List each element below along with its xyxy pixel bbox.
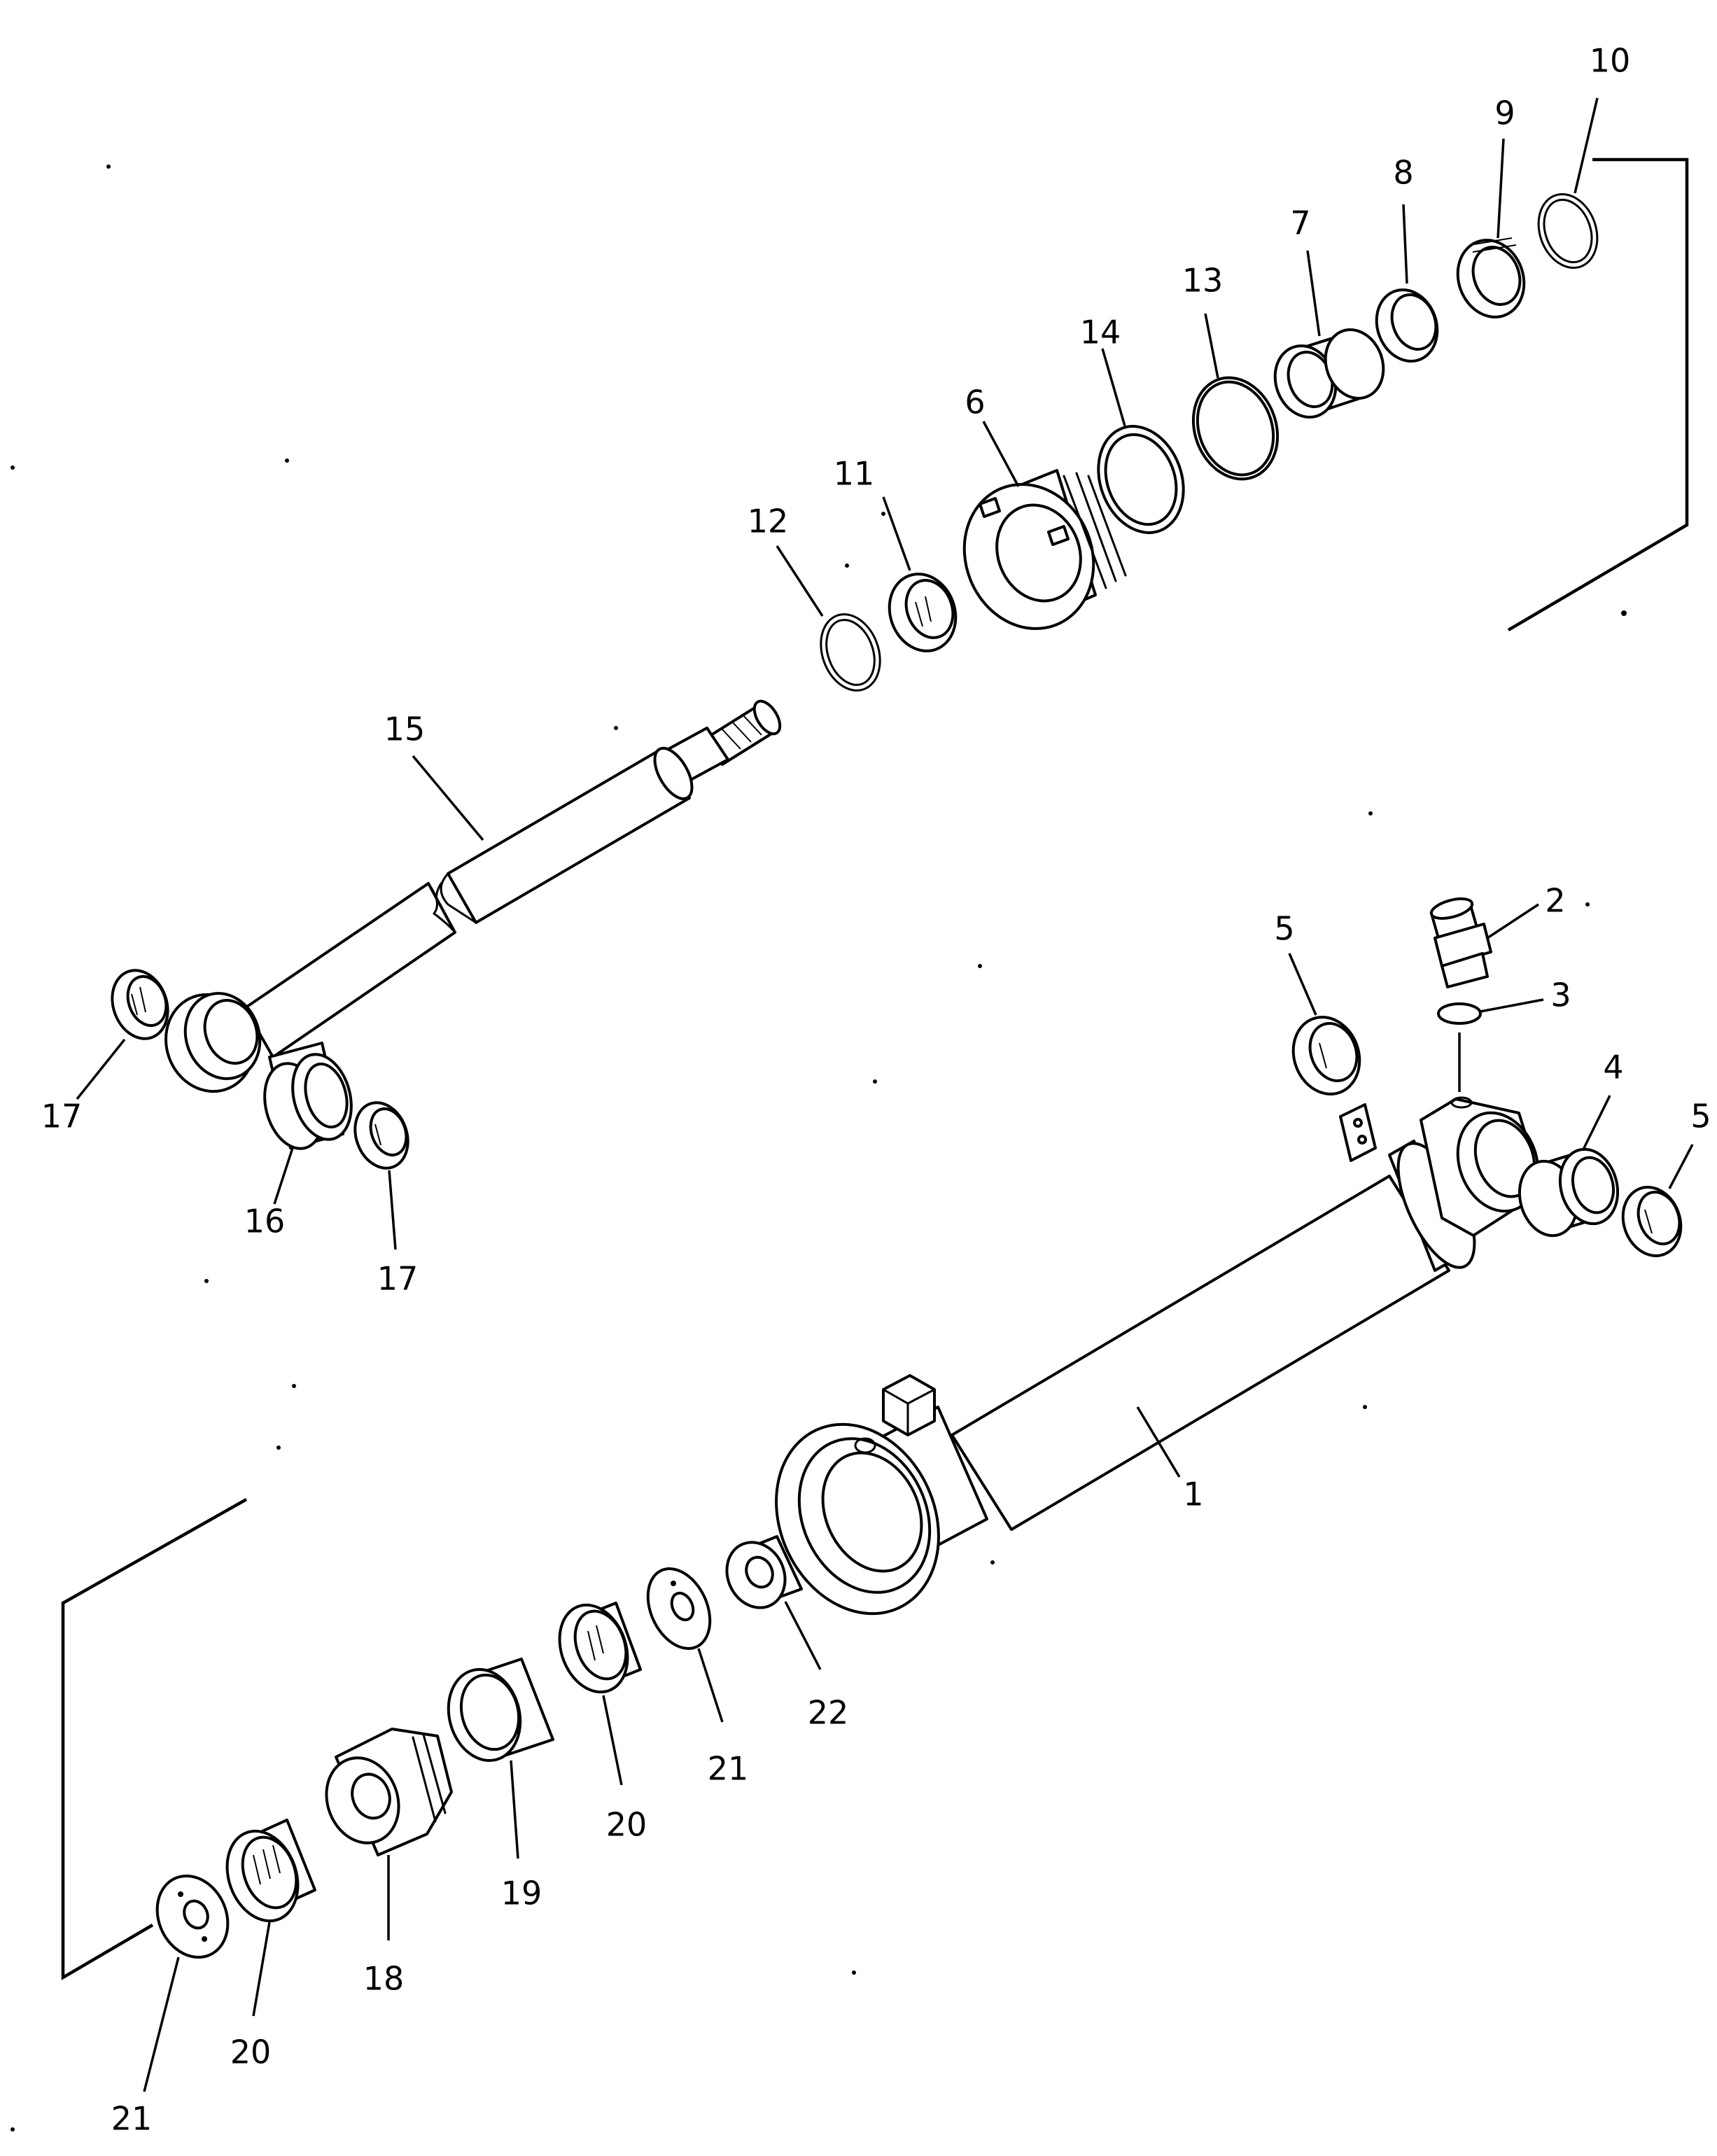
lower-group-bracket [61,1498,248,1980]
buffer-ring-8 [1375,204,1439,363]
piston-18 [325,1728,453,1940]
dust-seal-17b [353,1101,409,1250]
leader-9 [1497,138,1505,239]
leader-17a [76,1038,126,1100]
grease-fitting-2 [1429,897,1539,988]
backup-ring-14 [1097,348,1185,534]
callout-22: 22 [808,1694,849,1732]
leader-15 [412,755,484,841]
callout-12: 12 [748,503,789,540]
leader-4 [1582,1095,1611,1150]
snap-ring-10 [1537,97,1599,270]
callout-7: 7 [1290,204,1310,242]
callout-17a: 17 [41,1098,83,1135]
washer-21a [646,1567,724,1723]
leader-11 [882,496,911,571]
nut-22 [725,1535,822,1670]
leader-22 [784,1601,822,1670]
leader-17b [388,1170,397,1250]
callout-19: 19 [501,1875,542,1912]
callout-21b: 21 [111,2100,153,2138]
leader-20a [602,1695,623,1786]
scan-speckles [10,164,1627,2132]
callout-15: 15 [384,710,426,748]
wear-ring-20b [225,1819,316,2017]
leader-12 [776,545,824,617]
callout-20b: 20 [230,2033,272,2071]
leader-14 [1101,348,1127,429]
callout-8: 8 [1393,154,1413,192]
callout-13: 13 [1182,262,1224,300]
o-ring-3 [1437,998,1544,1092]
rod-packing-9 [1456,138,1526,318]
callout-6: 6 [965,384,985,421]
callout-21a: 21 [708,1750,749,1788]
dust-seal-5b [1621,1144,1694,1257]
piston-ring-19 [447,1658,554,1859]
callout-20a: 20 [606,1806,647,1844]
leader-5b [1668,1144,1694,1189]
wear-ring-20a [558,1602,642,1786]
washer-21b [143,1874,230,2092]
leader-21b [143,1956,180,2092]
callout-14: 14 [1080,314,1121,351]
leader-13 [1204,313,1219,379]
upper-group-bracket [1507,158,1689,631]
dust-seal-5a [1288,953,1361,1096]
cylinder-tube-1 [775,1096,1540,1616]
bushing-16 [263,1042,353,1205]
leader-2 [1487,903,1539,939]
callout-3: 3 [1550,976,1571,1014]
piston-rod [164,699,782,1093]
callout-labels: 1 2 3 4 5 5 6 7 8 9 10 11 12 13 14 15 16… [41,42,1711,2138]
leader-6 [982,421,1020,487]
dust-seal-17a [76,969,169,1100]
cylinder-head-6 [962,421,1127,631]
o-ring-13 [1191,313,1280,481]
leader-7 [1306,250,1321,337]
snap-ring-12 [776,545,881,692]
bushing-7 [1273,250,1385,419]
leader-20b [252,1921,271,2017]
callout-18: 18 [363,1960,405,1998]
leader-19 [510,1760,519,1859]
leader-1 [1136,1406,1181,1478]
callout-5b: 5 [1690,1098,1711,1135]
rod-seal-11 [882,496,958,652]
callout-2: 2 [1545,882,1565,920]
leader-8 [1402,204,1408,284]
callout-4: 4 [1603,1049,1623,1086]
leader-10 [1574,97,1599,194]
leader-3 [1480,998,1544,1013]
callout-16: 16 [244,1203,286,1240]
callout-10: 10 [1590,42,1631,80]
leader-16 [273,1147,294,1205]
leader-21a [697,1648,724,1723]
leader-5a [1288,953,1317,1016]
callout-5a: 5 [1274,910,1294,948]
callout-17b: 17 [377,1260,419,1298]
callout-11: 11 [834,455,875,493]
callout-1: 1 [1183,1476,1203,1513]
callout-9: 9 [1494,94,1515,132]
bushing-4 [1518,1095,1620,1238]
